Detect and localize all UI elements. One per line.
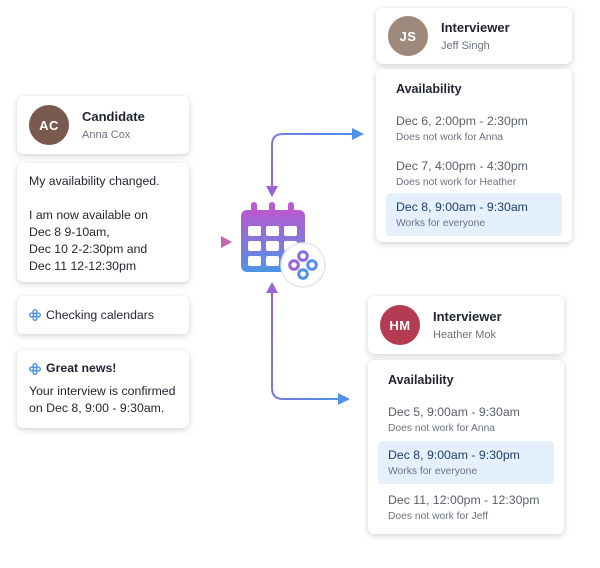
heather-availability-card: Availability Dec 5, 9:00am - 9:30am Does… bbox=[368, 360, 564, 534]
flower-icon bbox=[29, 362, 41, 375]
arrow-head-right-bottom bbox=[338, 393, 350, 405]
interviewer-jeff-card: JS Interviewer Jeff Singh bbox=[376, 8, 572, 64]
slot-note: Does not work for Anna bbox=[396, 132, 504, 143]
candidate-avatar: AC bbox=[29, 105, 69, 145]
slot-time: Dec 11, 12:00pm - 12:30pm bbox=[388, 493, 540, 507]
slot-time: Dec 8, 9:00am - 9:30am bbox=[396, 200, 528, 214]
candidate-role: Candidate bbox=[82, 109, 145, 124]
slot-note: Does not work for Anna bbox=[388, 423, 496, 434]
slot-item-highlighted[interactable]: Dec 8, 9:00am - 9:30am Works for everyon… bbox=[386, 193, 562, 236]
candidate-name: Anna Cox bbox=[82, 129, 131, 141]
slot-time: Dec 6, 2:00pm - 2:30pm bbox=[396, 114, 528, 128]
jeff-name: Jeff Singh bbox=[441, 40, 490, 52]
message-line: Dec 11 12-12:30pm bbox=[29, 259, 137, 273]
message-line: I am now available on bbox=[29, 208, 148, 222]
candidate-message-card: My availability changed. I am now availa… bbox=[17, 163, 189, 282]
jeff-role: Interviewer bbox=[441, 20, 510, 35]
connector-flower-icon bbox=[280, 242, 326, 288]
message-line: My availability changed. bbox=[29, 174, 160, 188]
arrow-to-heather bbox=[271, 291, 338, 400]
slot-time: Dec 5, 9:00am - 9:30am bbox=[388, 405, 520, 419]
message-line: Dec 8 9-10am, bbox=[29, 225, 110, 239]
availability-title: Availability bbox=[396, 82, 462, 96]
checking-calendars-card: Checking calendars bbox=[17, 296, 189, 334]
arrow-to-jeff bbox=[271, 133, 352, 188]
confirmation-card: Great news! Your interview is confirmed … bbox=[17, 350, 189, 428]
jeff-availability-card: Availability Dec 6, 2:00pm - 2:30pm Does… bbox=[376, 69, 572, 242]
candidate-card: AC Candidate Anna Cox bbox=[17, 96, 189, 154]
slot-time: Dec 8, 9:00am - 9:30pm bbox=[388, 448, 520, 462]
slot-item[interactable]: Dec 11, 12:00pm - 12:30pm Does not work … bbox=[378, 486, 554, 529]
flower-icon bbox=[29, 309, 41, 321]
heather-avatar: HM bbox=[380, 305, 420, 345]
slot-item[interactable]: Dec 6, 2:00pm - 2:30pm Does not work for… bbox=[386, 107, 562, 150]
slot-note: Does not work for Jeff bbox=[388, 511, 488, 522]
slot-note: Does not work for Heather bbox=[396, 177, 517, 188]
message-line bbox=[29, 190, 177, 207]
confirmation-title: Great news! bbox=[46, 361, 117, 375]
arrow-head-down bbox=[266, 186, 278, 197]
slot-note: Works for everyone bbox=[388, 466, 478, 477]
arrow-head-right-top bbox=[352, 128, 364, 140]
arrow-head-right-left bbox=[221, 236, 232, 248]
heather-name: Heather Mok bbox=[433, 329, 496, 341]
message-line: Dec 10 2-2:30pm and bbox=[29, 242, 148, 256]
slot-note: Works for everyone bbox=[396, 218, 486, 229]
slot-item[interactable]: Dec 7, 4:00pm - 4:30pm Does not work for… bbox=[386, 152, 562, 195]
heather-role: Interviewer bbox=[433, 309, 502, 324]
slot-item-highlighted[interactable]: Dec 8, 9:00am - 9:30pm Works for everyon… bbox=[378, 441, 554, 484]
jeff-avatar: JS bbox=[388, 16, 428, 56]
slot-time: Dec 7, 4:00pm - 4:30pm bbox=[396, 159, 528, 173]
interviewer-heather-card: HM Interviewer Heather Mok bbox=[368, 296, 564, 354]
arrow-head-up bbox=[266, 282, 278, 293]
confirmation-line: on Dec 8, 9:00 - 9:30am. bbox=[29, 401, 165, 415]
checking-label: Checking calendars bbox=[46, 307, 155, 322]
availability-title: Availability bbox=[388, 373, 454, 387]
confirmation-line: Your interview is confirmed bbox=[29, 384, 176, 398]
slot-item[interactable]: Dec 5, 9:00am - 9:30am Does not work for… bbox=[378, 398, 554, 441]
